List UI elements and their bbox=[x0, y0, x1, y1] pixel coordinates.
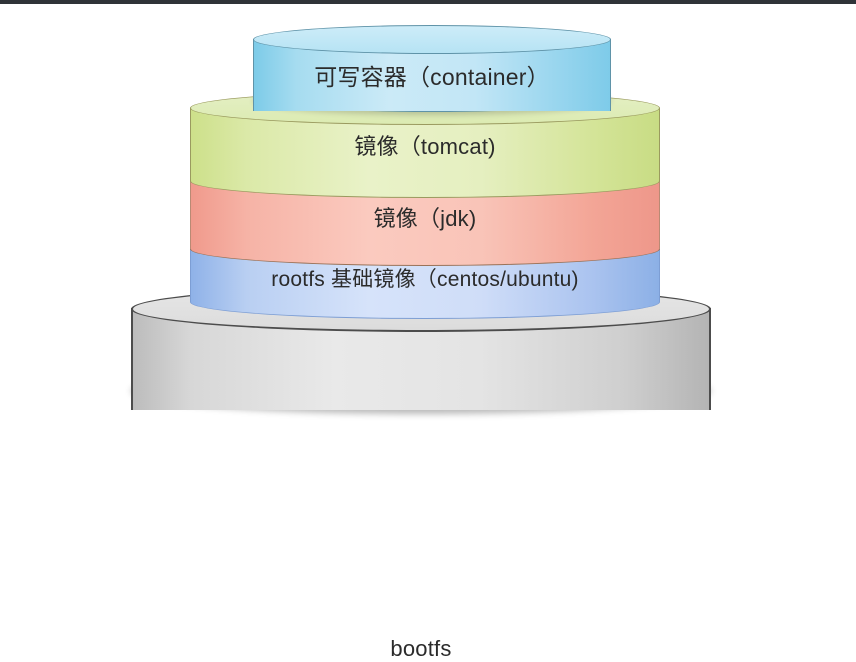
container-top-ellipse bbox=[253, 25, 611, 54]
layer-container[interactable]: 可写容器（container） bbox=[253, 25, 611, 125]
top-border-rule bbox=[0, 0, 856, 4]
docker-layer-stack: bootfs rootfs 基础镜像（centos/ubuntu) 镜像（jdk… bbox=[131, 25, 711, 661]
layer-bootfs-label: bootfs bbox=[390, 636, 452, 661]
